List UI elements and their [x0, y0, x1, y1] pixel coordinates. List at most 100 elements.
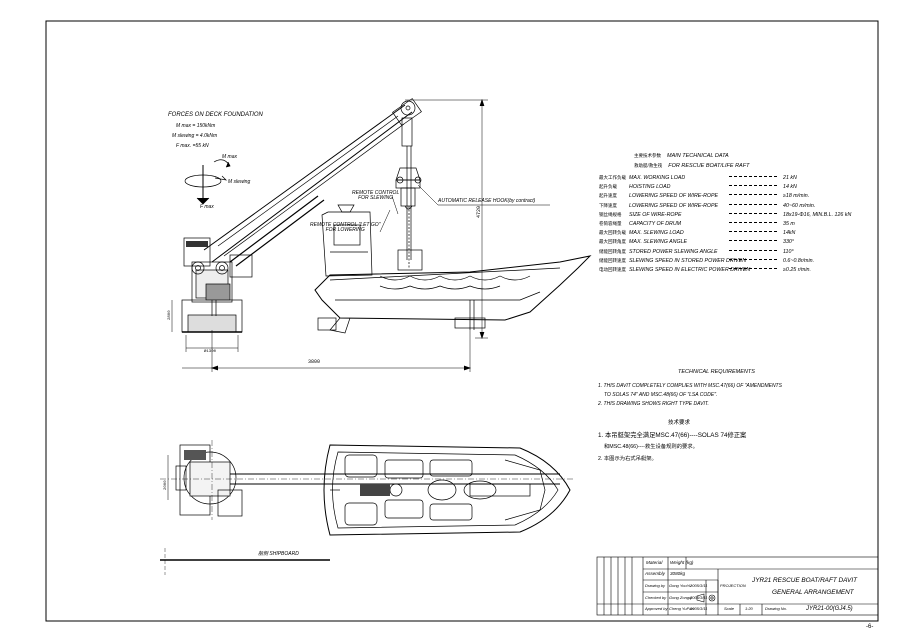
- main-data-row-leader: [729, 231, 777, 233]
- main-data-row-value: 21 kN: [783, 175, 797, 181]
- tb-projection: PROJECTION: [720, 583, 746, 588]
- main-data-row-label: CAPACITY OF DRUM: [629, 221, 682, 227]
- main-data-row-label: SIZE OF WIRE-ROPE: [629, 211, 682, 218]
- tb-date1: 2005/3/11: [690, 583, 708, 588]
- dim-plan: 2000: [164, 480, 168, 490]
- tb-drawn-by: Drawing by: [645, 583, 666, 588]
- forces-f-max: F max. =55 kN: [176, 143, 209, 149]
- dim-side: 2800: [168, 310, 172, 320]
- tb-date2: 2005/3/11: [690, 595, 708, 600]
- main-data-row-value: 40~60 m/min.: [783, 202, 816, 209]
- tb-material: Material: [646, 560, 663, 565]
- main-data-row-leader: [729, 176, 777, 177]
- main-data-row-cn: 最大回转角度: [599, 239, 626, 245]
- tb-checked-name: Gong Zongqi: [669, 595, 693, 600]
- main-data-row-cn: 储能回转角度: [599, 248, 626, 254]
- main-data-row-value: 35 m: [783, 221, 795, 227]
- forces-diagram: [184, 159, 231, 205]
- tech-req-line2: TO SOLAS 74" AND MSC.48(66) OF "LSA CODE…: [604, 392, 718, 398]
- drawing-border: [45, 20, 879, 622]
- main-data-row-leader: [729, 212, 777, 214]
- main-data-row-label: LOWERING SPEED OF WIRE-ROPE: [629, 193, 719, 200]
- main-data-row-cn: 最大工作负载: [599, 175, 626, 180]
- main-data-row-label: STORED POWER SLEWING ANGLE: [629, 248, 718, 255]
- dim-outreach: 3800: [308, 359, 321, 365]
- diagram-f-label: F max: [200, 204, 214, 210]
- callout-remote-letgo: REMOTE CONTROL "LET GO" FOR LOWERING: [310, 222, 381, 233]
- main-data-row-value: 330°: [783, 239, 794, 246]
- main-data-row-cn: 卷筒容绳量: [599, 221, 622, 226]
- main-data-row-label: SLEWING SPEED IN ELECTRIC POWER DRIVEN: [629, 267, 751, 273]
- tb-checked-by: Checked by: [645, 595, 667, 600]
- tb-drawing-no: JYR21-00(GJ4.5): [806, 606, 853, 612]
- main-data-row-value: 0.6~0.8r/min.: [783, 257, 815, 264]
- main-data-row-cn: 起升速度: [599, 193, 617, 199]
- callout-auto-release-hook: AUTOMATIC RELEASE HOOK(by contract): [438, 198, 536, 204]
- main-data-row-value: ≥18 m/min.: [783, 193, 810, 200]
- tech-req-title: TECHNICAL REQUIREMENTS: [678, 369, 755, 375]
- tech-req-cn-line3: 2. 本图示为右式吊艇架。: [598, 456, 657, 462]
- tb-approved-name: Cheng YuPan: [669, 606, 694, 611]
- main-data-row: 起升速度 LOWERING SPEED OF WIRE-ROPE ≥18 m/min…: [599, 193, 810, 200]
- diagram-m-slewing-label: M slewing: [228, 179, 251, 185]
- tech-req-cn-title: 技术要求: [668, 420, 691, 426]
- tb-assembly: Assembly: [645, 571, 665, 576]
- tb-title-line2: GENERAL ARRANGEMENT: [772, 589, 854, 596]
- tb-scale: 1:20: [745, 606, 753, 611]
- page-number: -6-: [866, 624, 874, 630]
- main-data-row-cn: 储能回转速度: [599, 257, 626, 263]
- forces-title: FORCES ON DECK FOUNDATION: [168, 112, 263, 118]
- tb-weight: Weight (kg): [670, 560, 694, 565]
- main-data-row: 卷筒容绳量 CAPACITY OF DRUM 35 m: [599, 221, 795, 227]
- tb-date3: 2005/3/11: [690, 606, 708, 611]
- main-data-row-leader: [729, 185, 777, 187]
- main-data-row-cn: 电动回转速度: [599, 267, 626, 272]
- main-data-row-label: SLEWING SPEED IN STORED POWER DRIVEN: [629, 257, 747, 264]
- elevation-view: [171, 98, 592, 372]
- main-data-row-leader: [729, 258, 777, 260]
- tb-drawing-no-label: Drawing No.: [765, 606, 788, 611]
- main-data-row-value: 18x19-Φ16, MIN.B.L. 126 kN: [783, 211, 852, 218]
- main-data-row-cn: 最大回转负载: [599, 230, 626, 236]
- tb-scale-label: Scale: [724, 606, 735, 611]
- tech-req-line1: 1. THIS DAVIT COMPLETELY COMPLIES WITH M…: [598, 383, 782, 389]
- main-data-row-label: MAX. SLEWING LOAD: [629, 230, 684, 237]
- shipboard-label: 船侧 SHIPBOARD: [258, 551, 299, 557]
- title-block-lines: [596, 556, 879, 616]
- main-data-row-value: 14 kN: [783, 184, 797, 191]
- main-data-row-label: LOWERING SPEED OF WIRE-ROPE: [629, 202, 719, 209]
- main-data-row-label: HOISTING LOAD: [629, 184, 671, 191]
- forces-m-slewing: M slewing = 4.0kNm: [172, 133, 218, 139]
- main-data-row-leader: [729, 249, 777, 251]
- tech-req-line3: 2. THIS DRAWING SHOWS RIGHT TYPE DAVIT.: [598, 401, 709, 407]
- main-data-row-leader: [729, 268, 777, 269]
- main-data-row-label: MAX. WORKING LOAD: [629, 175, 686, 181]
- main-data-row-leader: [729, 194, 777, 196]
- tech-req-cn-line2: 和MSC.48(66)----救生设备规则的要求。: [604, 444, 698, 450]
- tb-assembly-weight: 3080kg: [670, 571, 686, 576]
- forces-m-max: M max = 150kNm: [176, 123, 216, 129]
- main-data-row-label: MAX. SLEWING ANGLE: [629, 239, 688, 246]
- main-data-row-cn: 起升负载: [599, 184, 617, 190]
- dim-base-width: Ø1300: [204, 350, 217, 354]
- main-data-row: 起升负载 HOISTING LOAD 14 kN: [599, 184, 797, 191]
- main-data-row-cn: 下降速度: [599, 202, 617, 208]
- main-data-row-value: 110°: [783, 248, 794, 255]
- main-data-row: 下降速度 LOWERING SPEED OF WIRE-ROPE 40~60 m/m…: [599, 202, 816, 209]
- main-data-row-leader: [729, 240, 777, 242]
- tb-title-line1: JYR21 RESCUE BOAT/RAFT DAVIT: [752, 577, 857, 584]
- tb-approved-by: Approved by: [645, 606, 668, 611]
- main-data-row-leader: [729, 203, 777, 205]
- callout-remote-slewing: REMOTE CONTROL FOR SLEWING: [352, 190, 400, 201]
